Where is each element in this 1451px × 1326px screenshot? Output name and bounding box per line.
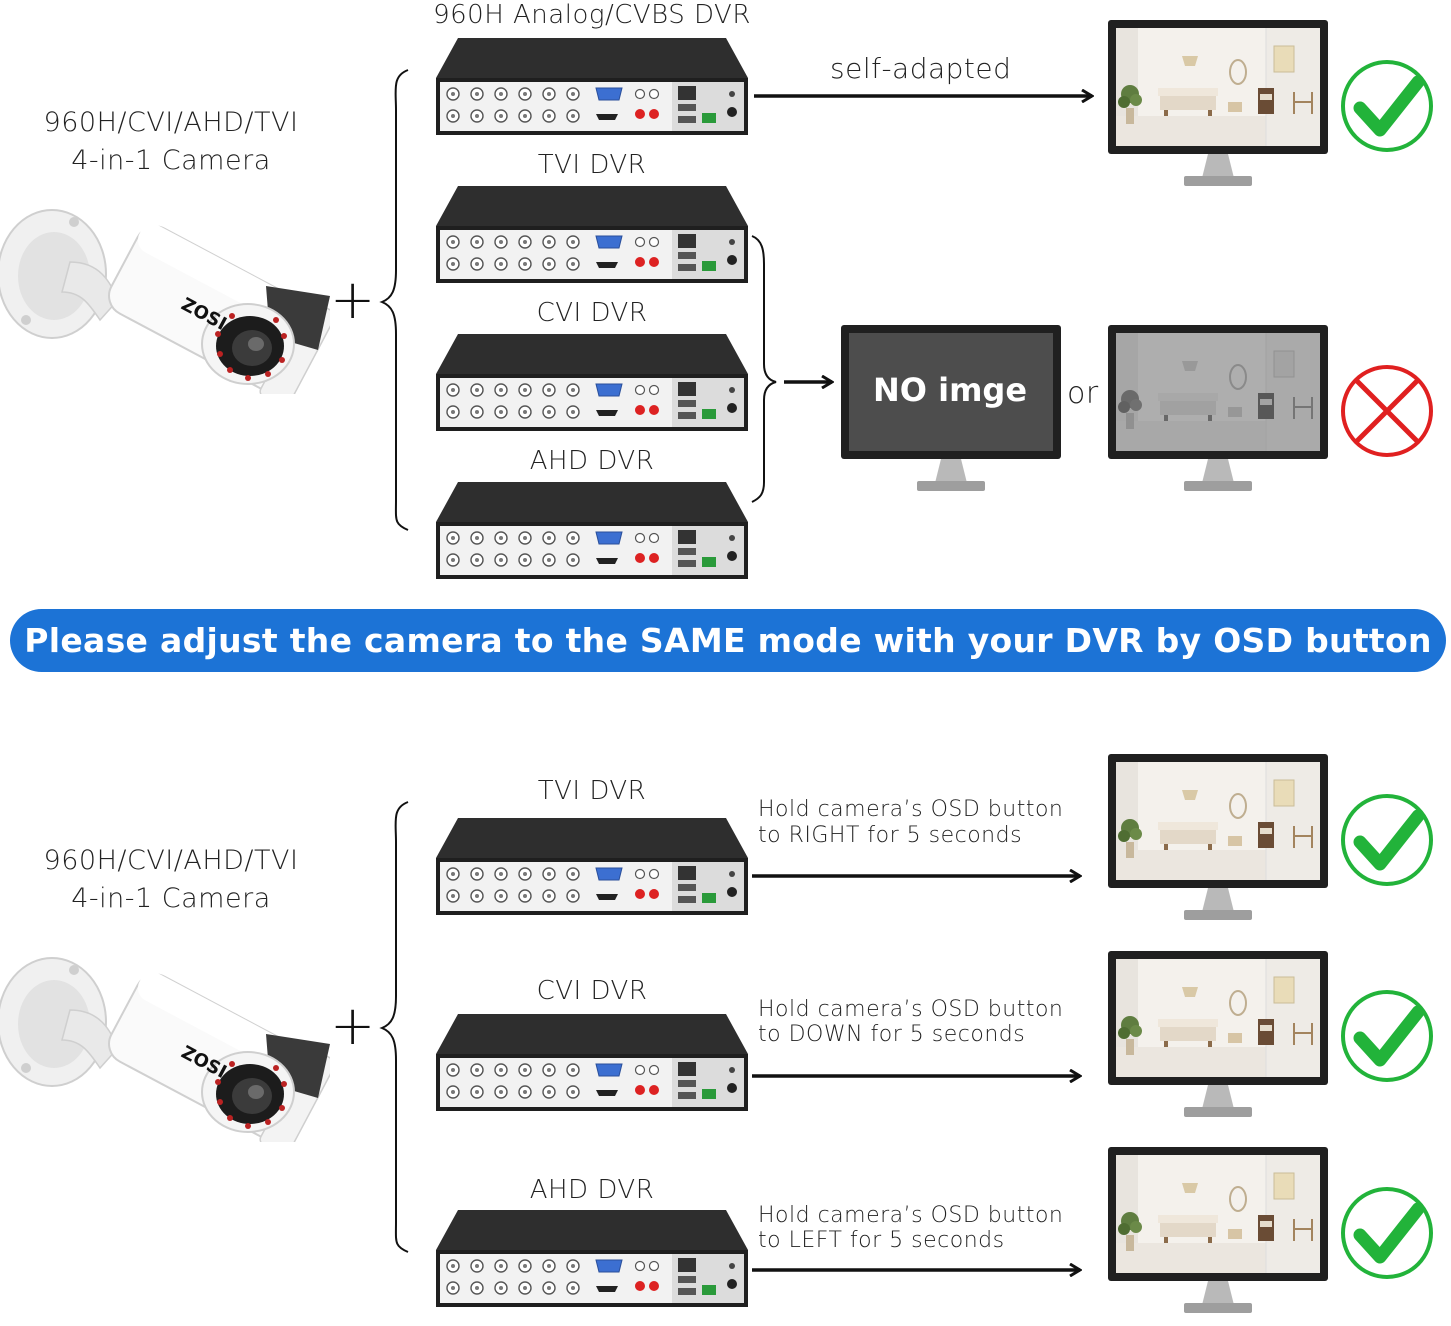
top-dvr-ahd	[436, 482, 748, 579]
top-dvr-label-tvi: TVI DVR	[537, 150, 647, 180]
top-dvr-tvi	[436, 186, 748, 283]
bottom-dvr-label-cvi: CVI DVR	[536, 976, 648, 1006]
monitor-ok-right	[1108, 754, 1328, 920]
bottom-dvr-cvi	[436, 1014, 748, 1111]
top-right-brace	[751, 235, 777, 503]
top-plus-sign: +	[330, 268, 375, 331]
check-icon	[1341, 794, 1433, 886]
check-icon	[1341, 1187, 1433, 1279]
top-camera	[0, 209, 330, 394]
monitor-ok-top	[1108, 20, 1328, 186]
check-icon	[1341, 990, 1433, 1082]
top-dvr-960h	[436, 38, 748, 135]
self-adapted-label: self-adapted	[830, 52, 1012, 85]
bottom-left-brace	[379, 801, 409, 1253]
hint-down-line2: to DOWN for 5 seconds	[758, 1022, 1026, 1047]
top-camera-label-line1: 960H/CVI/AHD/TVI	[43, 107, 299, 138]
bottom-dvr-tvi	[436, 818, 748, 915]
hint-down-line1: Hold camera’s OSD button	[758, 997, 1064, 1022]
monitor-gray-image	[1108, 325, 1328, 491]
cross-icon	[1341, 365, 1433, 457]
top-dvr-label-960h: 960H Analog/CVBS DVR	[433, 0, 751, 30]
instruction-banner: Please adjust the camera to the SAME mod…	[10, 609, 1446, 672]
bottom-dvr-label-tvi: TVI DVR	[537, 776, 647, 806]
top-dvr-cvi	[436, 334, 748, 431]
bottom-camera-label-line2: 4-in-1 Camera	[71, 883, 271, 914]
or-text: or	[1067, 376, 1099, 411]
hint-left-line2: to LEFT for 5 seconds	[758, 1228, 1005, 1253]
top-dvr-label-ahd: AHD DVR	[529, 446, 655, 476]
top-camera-label-line2: 4-in-1 Camera	[71, 145, 271, 176]
bottom-dvr-ahd	[436, 1210, 748, 1307]
bottom-camera	[0, 957, 330, 1142]
hint-left-line1: Hold camera’s OSD button	[758, 1203, 1064, 1228]
bottom-camera-label-line1: 960H/CVI/AHD/TVI	[43, 845, 299, 876]
check-icon	[1341, 60, 1433, 152]
top-dvr-label-cvi: CVI DVR	[536, 298, 648, 328]
bottom-plus-sign: +	[330, 994, 375, 1057]
monitor-no-image	[841, 325, 1061, 491]
no-image-text: NO imge	[872, 371, 1028, 409]
top-left-brace	[379, 69, 409, 531]
hint-right-line1: Hold camera’s OSD button	[758, 797, 1064, 822]
bottom-dvr-label-ahd: AHD DVR	[529, 1175, 655, 1205]
monitor-ok-left	[1108, 1147, 1328, 1313]
monitor-ok-down	[1108, 951, 1328, 1117]
hint-right-line2: to RIGHT for 5 seconds	[758, 823, 1023, 848]
